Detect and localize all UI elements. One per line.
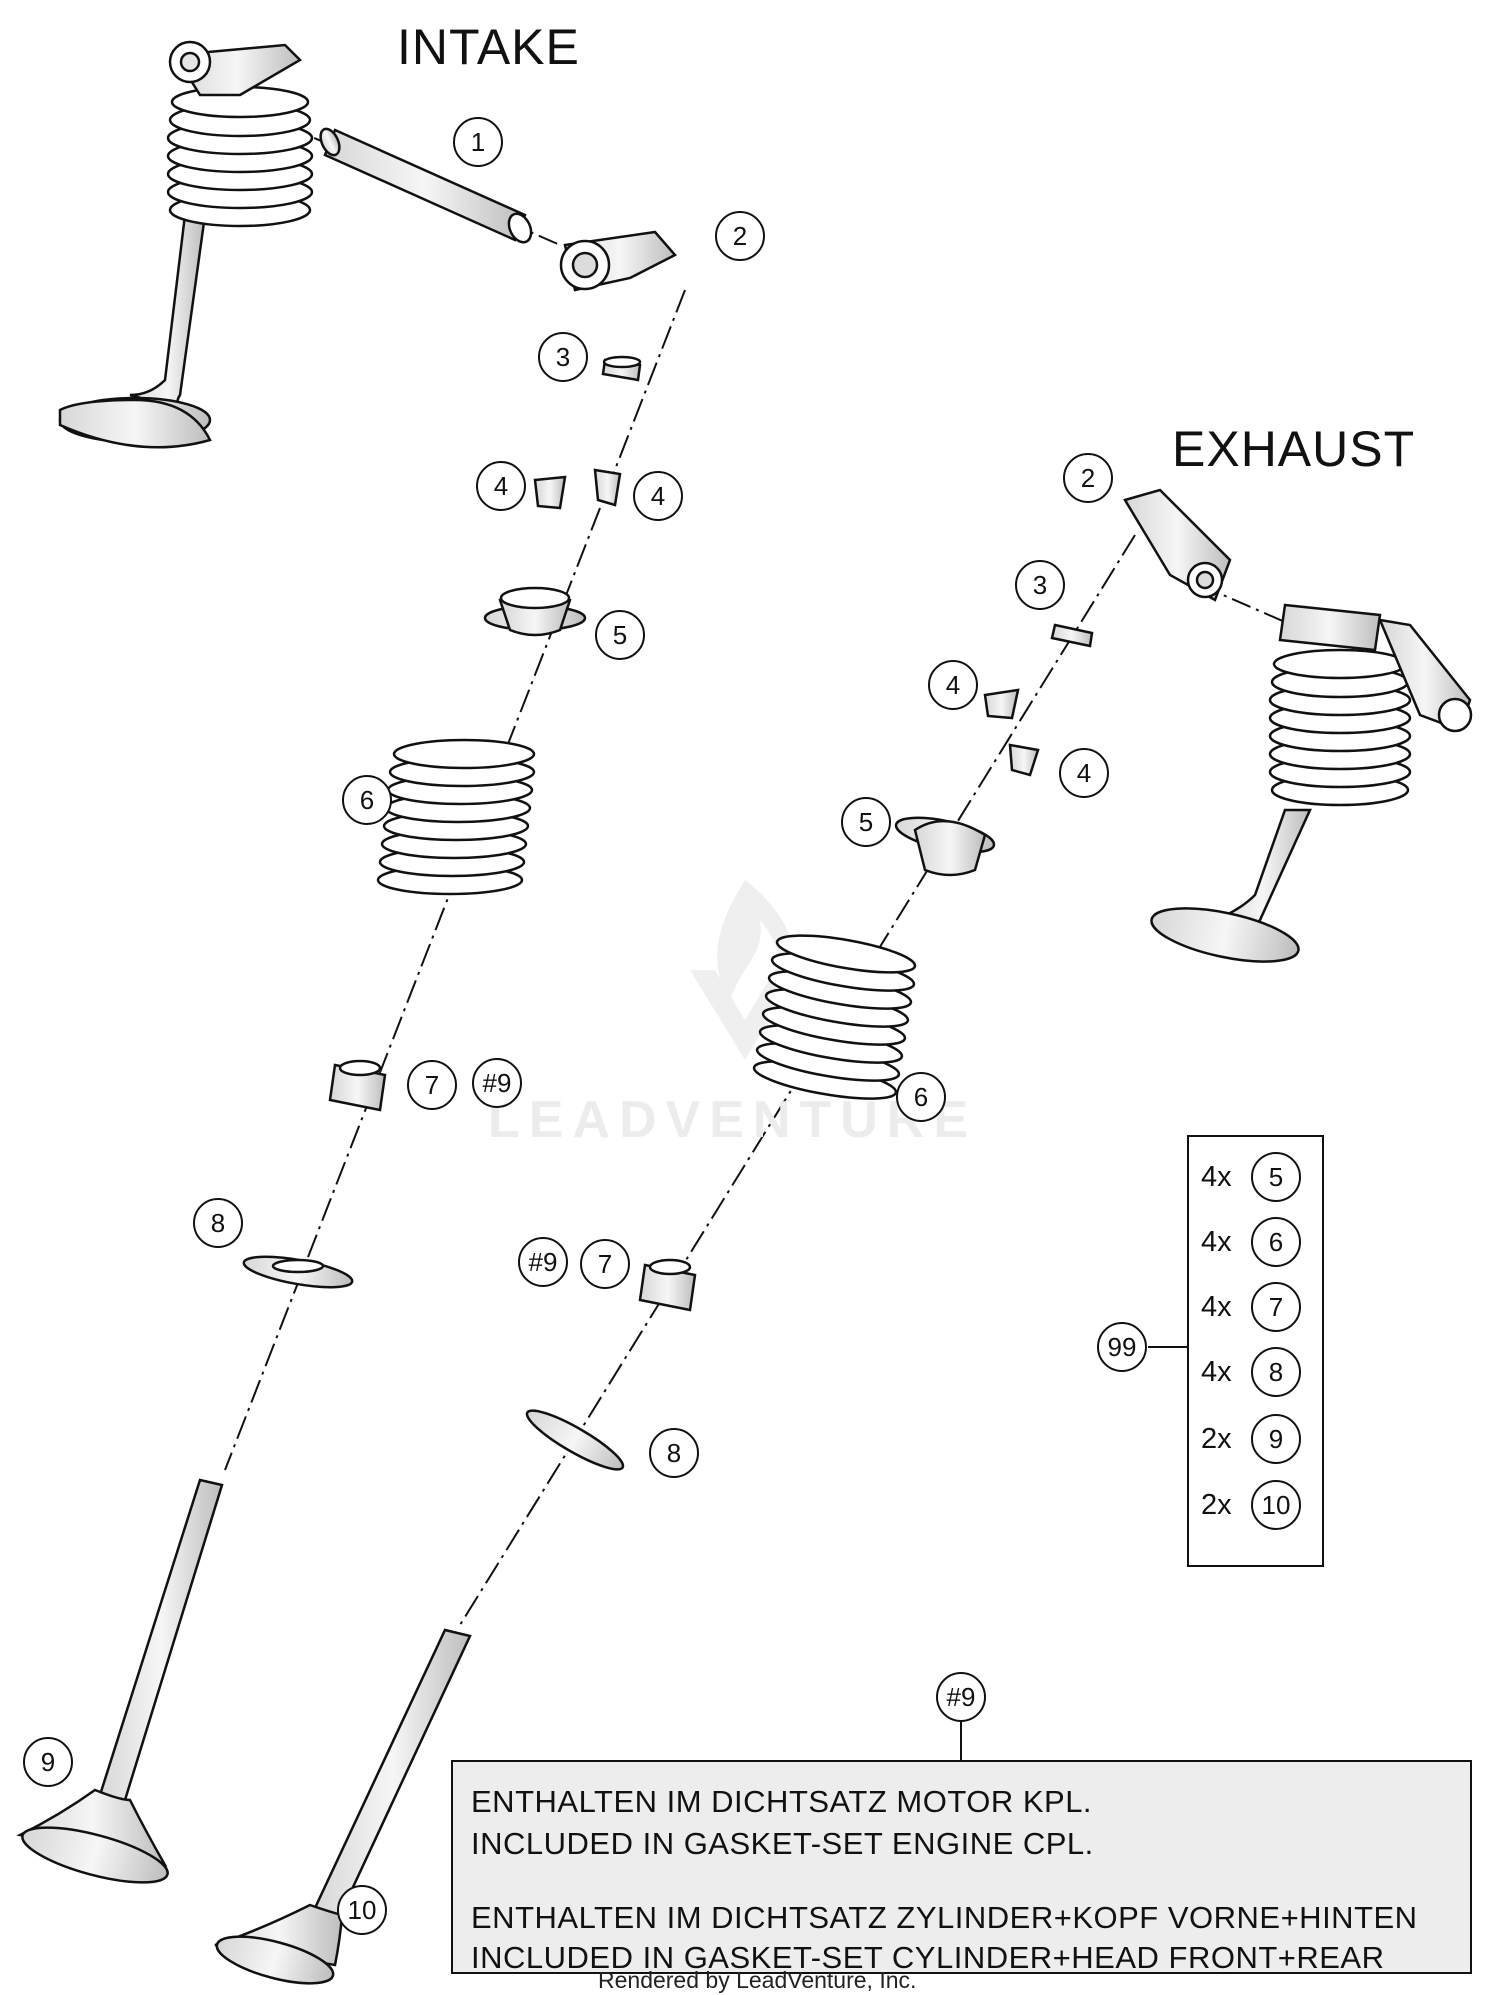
kit-quantity-box: 4x 5 4x 6 4x 7 4x 8 2x 9 2x 10 <box>1187 1135 1324 1567</box>
intake-assembled-valve <box>58 40 314 449</box>
gasket-set-note-box: ENTHALTEN IM DICHTSATZ MOTOR KPL. INCLUD… <box>451 1760 1472 1975</box>
kit-qty: 2x <box>1201 1423 1232 1455</box>
kit-qty: 2x <box>1201 1489 1232 1521</box>
part-1-rocker-shaft <box>319 127 533 244</box>
kit-qty: 4x <box>1201 1291 1232 1323</box>
kit-row: 4x 5 <box>1189 1147 1322 1207</box>
callout-intake-4b[interactable]: 4 <box>633 471 683 521</box>
part-10-exhaust-valve <box>214 1628 472 1985</box>
intake-title: INTAKE <box>397 19 580 75</box>
note-line-de-engine: ENTHALTEN IM DICHTSATZ MOTOR KPL. <box>471 1784 1093 1819</box>
callout-intake-note-9[interactable]: #9 <box>472 1058 522 1108</box>
callout-kit-99[interactable]: 99 <box>1097 1322 1147 1372</box>
kit-qty: 4x <box>1201 1226 1232 1258</box>
part-2-intake-rocker-arm <box>559 230 677 292</box>
callout-intake-3[interactable]: 3 <box>538 332 588 382</box>
kit-part-callout[interactable]: 9 <box>1251 1414 1301 1464</box>
exhaust-part-5-spring-retainer <box>894 816 996 877</box>
callout-intake-9[interactable]: 9 <box>23 1737 73 1787</box>
callout-intake-6[interactable]: 6 <box>342 775 392 825</box>
callout-exhaust-8[interactable]: 8 <box>649 1428 699 1478</box>
part-6-intake-valve-spring <box>376 738 536 896</box>
exhaust-part-6-valve-spring <box>752 934 917 1100</box>
note-line-en-engine: INCLUDED IN GASKET-SET ENGINE CPL. <box>471 1826 1094 1861</box>
kit-part-callout[interactable]: 7 <box>1251 1282 1301 1332</box>
part-7-intake-stem-seal <box>328 1059 387 1112</box>
kit-part-callout[interactable]: 8 <box>1251 1347 1301 1397</box>
callout-intake-4a[interactable]: 4 <box>476 461 526 511</box>
kit-row: 4x 8 <box>1189 1342 1322 1402</box>
part-4-intake-valve-keepers <box>533 468 622 510</box>
part-5-intake-spring-retainer <box>483 586 587 637</box>
exhaust-assembled-valve <box>1150 603 1473 963</box>
kit-row: 2x 9 <box>1189 1409 1322 1469</box>
callout-exhaust-6[interactable]: 6 <box>896 1072 946 1122</box>
callout-exhaust-2[interactable]: 2 <box>1063 453 1113 503</box>
callout-exhaust-3[interactable]: 3 <box>1015 560 1065 610</box>
callout-intake-2[interactable]: 2 <box>715 211 765 261</box>
kit-qty: 4x <box>1201 1161 1232 1193</box>
watermark-text: LEADVENTURE <box>488 1091 978 1149</box>
callout-exhaust-4a[interactable]: 4 <box>928 660 978 710</box>
kit-qty: 4x <box>1201 1356 1232 1388</box>
part-3-intake-lash-cap <box>601 355 642 382</box>
callout-intake-7[interactable]: 7 <box>407 1060 457 1110</box>
note-line-en-cylinder: INCLUDED IN GASKET-SET CYLINDER+HEAD FRO… <box>471 1940 1385 1975</box>
kit-part-callout[interactable]: 10 <box>1251 1480 1301 1530</box>
part-8-intake-spring-seat <box>242 1255 354 1289</box>
kit-part-callout[interactable]: 5 <box>1251 1152 1301 1202</box>
kit-row: 4x 6 <box>1189 1212 1322 1272</box>
callout-intake-10[interactable]: 10 <box>337 1885 387 1935</box>
exhaust-part-2-rocker-arm <box>1123 488 1232 602</box>
callout-exhaust-4b[interactable]: 4 <box>1059 748 1109 798</box>
kit-row: 4x 7 <box>1189 1277 1322 1337</box>
exhaust-title: EXHAUST <box>1172 421 1416 477</box>
footer-credit: Rendered by LeadVenture, Inc. <box>598 1967 917 1993</box>
callout-exhaust-note-9[interactable]: #9 <box>518 1237 568 1287</box>
note-line-de-cylinder: ENTHALTEN IM DICHTSATZ ZYLINDER+KOPF VOR… <box>471 1900 1418 1935</box>
exhaust-part-4-valve-keepers <box>983 688 1040 777</box>
callout-intake-5[interactable]: 5 <box>595 610 645 660</box>
callout-intake-8[interactable]: 8 <box>193 1198 243 1248</box>
part-9-intake-valve <box>16 1478 224 1884</box>
exhaust-part-3-lash-cap <box>1050 623 1094 648</box>
callout-exhaust-5[interactable]: 5 <box>841 797 891 847</box>
callout-exhaust-7[interactable]: 7 <box>580 1239 630 1289</box>
kit-part-callout[interactable]: 6 <box>1251 1217 1301 1267</box>
exhaust-part-7-stem-seal <box>638 1258 697 1312</box>
exhaust-part-8-spring-seat <box>525 1409 625 1471</box>
kit-row: 2x 10 <box>1189 1475 1322 1535</box>
callout-intake-1[interactable]: 1 <box>453 117 503 167</box>
callout-note-ref-9[interactable]: #9 <box>936 1672 986 1722</box>
